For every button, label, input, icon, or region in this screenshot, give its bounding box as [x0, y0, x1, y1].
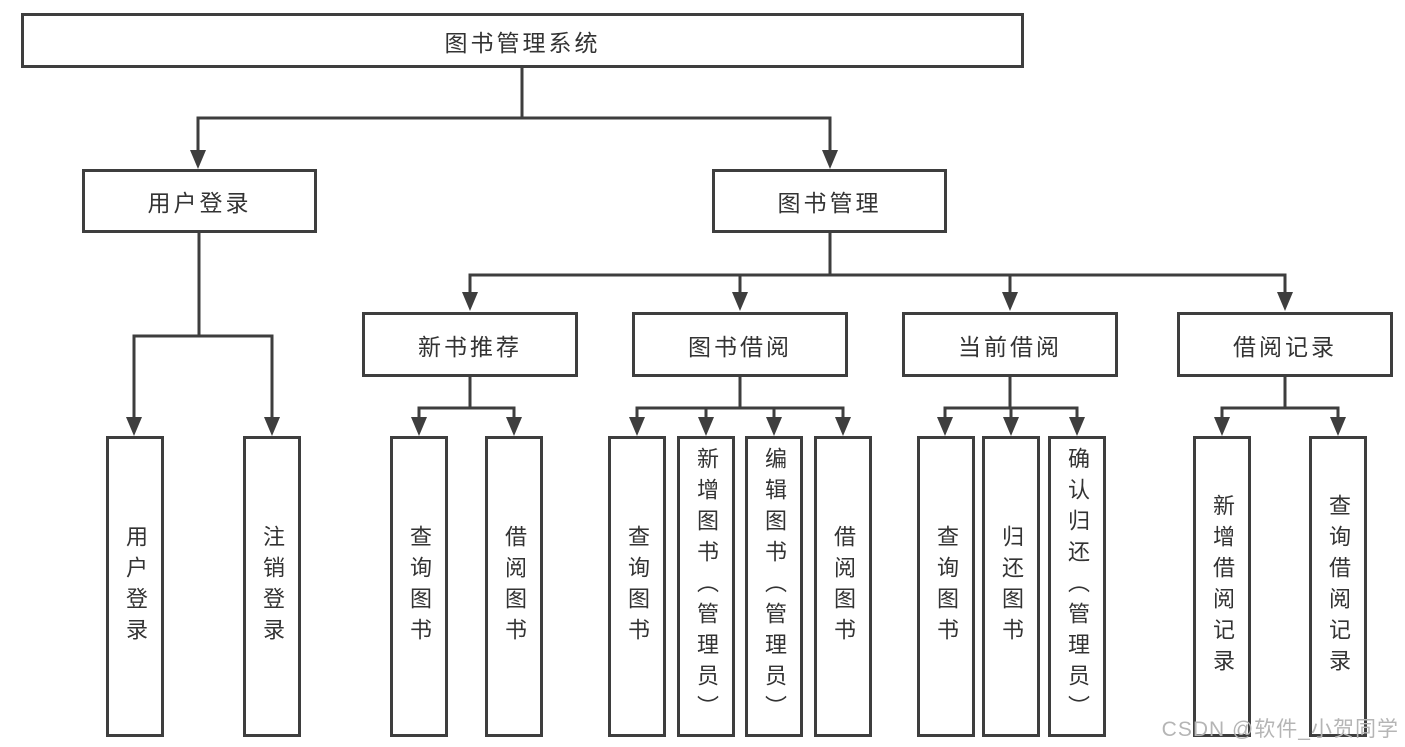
leaf-label: 编辑图书（管理员）: [762, 447, 787, 726]
arrow-down-icon: [462, 292, 478, 311]
arrow-down-icon: [937, 417, 953, 436]
arrow-down-icon: [629, 417, 645, 436]
arrow-down-icon: [411, 417, 427, 436]
leaf-bb-borrow-books: 借阅图书: [814, 436, 872, 737]
connector-user-login-to-leaves: [126, 233, 280, 436]
connector-current-borrowing-leaves: [937, 377, 1085, 436]
node-current-borrowing: 当前借阅: [902, 312, 1118, 377]
leaf-user-login: 用户登录: [106, 436, 164, 737]
leaf-cb-return-books: 归还图书: [982, 436, 1040, 737]
watermark: CSDN @软件_小贺同学: [1161, 718, 1399, 741]
leaf-label: 查询图书: [934, 524, 959, 649]
leaf-bb-add-books-admin: 新增图书（管理员）: [677, 436, 735, 737]
leaf-label: 查询图书: [625, 524, 650, 649]
arrow-down-icon: [766, 417, 782, 436]
node-library-system: 图书管理系统: [21, 13, 1024, 68]
leaf-logout: 注销登录: [243, 436, 301, 737]
arrow-down-icon: [698, 417, 714, 436]
leaf-br-add-record: 新增借阅记录: [1193, 436, 1251, 737]
leaf-label: 借阅图书: [502, 524, 527, 649]
arrow-down-icon: [1002, 292, 1018, 311]
leaf-label: 查询借阅记录: [1326, 493, 1351, 680]
arrow-down-icon: [1069, 417, 1085, 436]
connector-book-borrowing-leaves: [629, 377, 851, 436]
arrow-down-icon: [732, 292, 748, 311]
node-borrowing-records: 借阅记录: [1177, 312, 1393, 377]
arrow-down-icon: [506, 417, 522, 436]
leaf-cb-query-books: 查询图书: [917, 436, 975, 737]
node-book-borrowing: 图书借阅: [632, 312, 848, 377]
leaf-cb-confirm-return-admin: 确认归还（管理员）: [1048, 436, 1106, 737]
arrow-down-icon: [264, 417, 280, 436]
leaf-label: 查询图书: [407, 524, 432, 649]
leaf-label: 确认归还（管理员）: [1065, 447, 1090, 726]
arrow-down-icon: [126, 417, 142, 436]
arrow-down-icon: [1277, 292, 1293, 311]
arrow-down-icon: [1003, 417, 1019, 436]
arrow-down-icon: [1330, 417, 1346, 436]
arrow-down-icon: [822, 150, 838, 169]
node-book-management: 图书管理: [712, 169, 947, 233]
leaf-label: 注销登录: [260, 524, 285, 649]
arrow-down-icon: [190, 150, 206, 169]
leaf-nb-query-books: 查询图书: [390, 436, 448, 737]
connector-new-book-recommend-leaves: [411, 377, 522, 436]
node-user-login: 用户登录: [82, 169, 317, 233]
connector-book-management-to-level3: [462, 233, 1293, 311]
leaf-bb-edit-books-admin: 编辑图书（管理员）: [745, 436, 803, 737]
leaf-nb-borrow-books: 借阅图书: [485, 436, 543, 737]
connector-root-to-level2: [190, 68, 838, 169]
leaf-label: 归还图书: [999, 524, 1024, 649]
connector-borrowing-records-leaves: [1214, 377, 1346, 436]
leaf-bb-query-books: 查询图书: [608, 436, 666, 737]
arrow-down-icon: [1214, 417, 1230, 436]
leaf-label: 借阅图书: [831, 524, 856, 649]
leaf-label: 用户登录: [123, 524, 148, 649]
leaf-label: 新增图书（管理员）: [694, 447, 719, 726]
arrow-down-icon: [835, 417, 851, 436]
leaf-br-query-record: 查询借阅记录: [1309, 436, 1367, 737]
leaf-label: 新增借阅记录: [1210, 493, 1235, 680]
node-new-book-recommend: 新书推荐: [362, 312, 578, 377]
